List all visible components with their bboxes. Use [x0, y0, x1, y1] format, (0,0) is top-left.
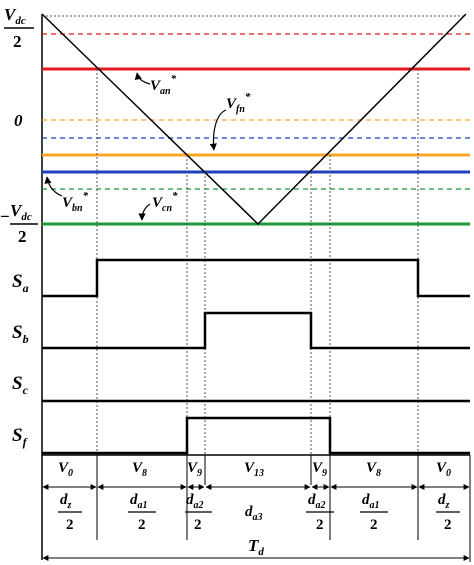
svg-text:2: 2: [138, 517, 146, 533]
svg-text:2: 2: [444, 517, 452, 533]
svg-text:Vdc: Vdc: [4, 5, 26, 27]
label-vdc-half-negative: − Vdc 2: [0, 201, 38, 246]
svg-text:da2: da2: [308, 492, 326, 511]
duration-da1-right: da1 2: [360, 492, 388, 533]
label-zero: 0: [14, 111, 23, 130]
label-sf: Sf: [12, 425, 28, 449]
vector-label-v8-right: V8: [366, 460, 381, 479]
svg-text:Vdc: Vdc: [10, 201, 32, 223]
timing-vertical-lines: [96, 455, 471, 562]
svg-text:2: 2: [13, 32, 22, 51]
duration-da2-right: da2 2: [306, 492, 334, 533]
svg-text:da2: da2: [186, 492, 204, 511]
vector-label-v13: V13: [244, 460, 264, 479]
vector-label-v0-left: V0: [58, 460, 73, 479]
vector-label-v9-left: V9: [187, 460, 202, 479]
sa-signal: [42, 258, 470, 298]
duration-da3: da3: [245, 504, 263, 523]
vector-label-v0-right: V0: [436, 460, 451, 479]
duration-da2-left: da2 2: [185, 492, 212, 533]
van-annotation: Van*: [134, 72, 177, 97]
svg-text:dz: dz: [438, 492, 450, 511]
svg-text:Vcn*: Vcn*: [152, 190, 178, 214]
switching-instant-lines: [96, 69, 419, 455]
vector-label-v9-right: V9: [312, 460, 327, 479]
svg-text:dz: dz: [60, 492, 72, 511]
sf-signal: [42, 416, 470, 455]
label-sa: Sa: [12, 271, 29, 295]
vfn-annotation: Vfn*: [209, 91, 251, 151]
vbn-annotation: Vbn*: [44, 176, 89, 214]
svg-text:2: 2: [316, 517, 324, 533]
period-label-td: Td: [248, 536, 264, 558]
duration-dz-right: dz 2: [436, 492, 460, 533]
label-sc: Sc: [12, 373, 29, 397]
triangle-carrier: [41, 13, 467, 226]
label-vdc-half-positive: Vdc 2: [4, 5, 34, 51]
svg-text:da1: da1: [362, 492, 380, 511]
svg-text:Van*: Van*: [150, 73, 177, 97]
svg-text:2: 2: [194, 517, 202, 533]
duration-da1-left: da1 2: [128, 492, 156, 533]
svg-text:2: 2: [66, 517, 74, 533]
vcn-annotation: Vcn*: [138, 190, 178, 221]
svg-text:2: 2: [18, 227, 27, 246]
svg-text:Vfn*: Vfn*: [226, 91, 251, 115]
label-sb: Sb: [12, 322, 29, 346]
svg-text:da3: da3: [245, 504, 263, 523]
svg-text:2: 2: [370, 517, 378, 533]
svg-text:−: −: [0, 207, 10, 226]
svg-text:Vbn*: Vbn*: [62, 190, 89, 214]
duration-dz-left: dz 2: [58, 492, 82, 533]
vector-label-v8-left: V8: [132, 460, 147, 479]
sb-signal: [42, 311, 470, 350]
svg-text:da1: da1: [130, 492, 148, 511]
